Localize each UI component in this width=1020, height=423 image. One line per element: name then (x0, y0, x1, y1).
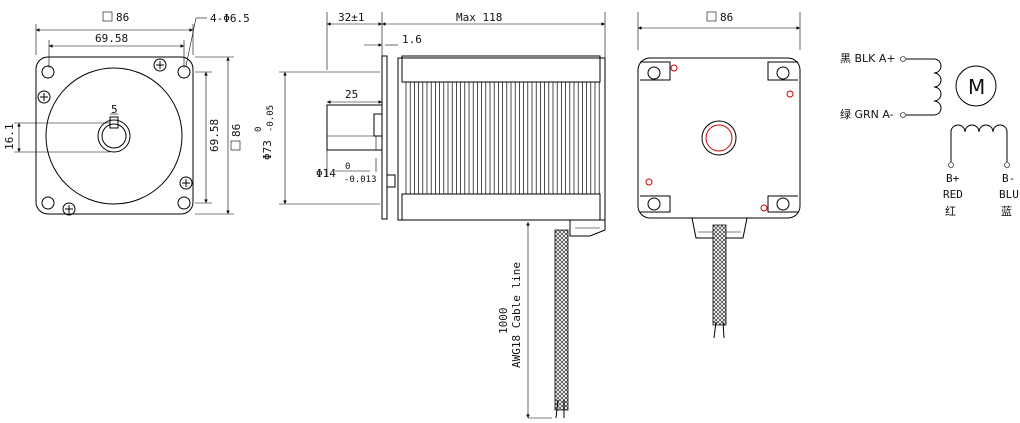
mount-hole-icon (177, 196, 191, 210)
key-width: 5 (111, 103, 118, 116)
rear-hole-icon (776, 66, 790, 80)
front-boss (45, 67, 183, 205)
shaft (101, 123, 127, 149)
side-flange (381, 55, 388, 220)
holes-label: 4-Φ6.5 (210, 12, 250, 25)
rear-hub (701, 120, 737, 156)
shaft-tol-lower: -0.013 (344, 175, 377, 185)
wiring-diagram: 黑 BLK A+ 绿 GRN A- M B+ RED 红 B- BLU 蓝 (840, 52, 1019, 218)
rear-cable (712, 224, 727, 326)
shaft-key (109, 116, 119, 129)
flange-label: 32±1 (338, 11, 365, 24)
flat-height: 16.1 (3, 124, 16, 151)
mount-hole-icon (41, 65, 55, 79)
side-cable (554, 229, 569, 411)
a-plus-label: 黑 BLK A+ (840, 52, 896, 65)
rear-hole-icon (647, 197, 661, 211)
front-square-label: 86 (116, 11, 129, 24)
front-flange (35, 56, 194, 215)
screw-icon (179, 176, 193, 190)
rear-body (637, 57, 801, 219)
b-plus-color: RED (943, 188, 963, 201)
thickness: 1.6 (402, 33, 422, 46)
cable-gland (569, 219, 606, 237)
front-height-label: 86 (230, 124, 243, 137)
red-screw-icon (645, 178, 653, 186)
a-minus-label: 绿 GRN A- (840, 107, 894, 121)
rear-view: 86 (637, 11, 801, 339)
screw-icon (37, 90, 51, 104)
pilot-tol-upper: 0 (254, 127, 264, 132)
b-plus-cn: 红 (945, 205, 956, 218)
rear-hub-inner (705, 124, 733, 152)
hole-spacing-h: 69.58 (95, 32, 128, 45)
red-screw-icon (760, 204, 768, 212)
rear-gland (691, 217, 748, 239)
mount-hole-icon (41, 196, 55, 210)
side-view: 32±1 Max 118 1.6 Φ73 0 -0.05 25 Φ14 0 -0… (254, 11, 606, 419)
motor-symbol: M (968, 75, 985, 99)
red-screw-icon (786, 90, 794, 98)
b-plus-label: B+ (946, 172, 960, 185)
screw-icon (62, 202, 76, 216)
rear-hole-icon (776, 197, 790, 211)
max-length: Max 118 (456, 11, 502, 24)
b-minus-label: B- (1002, 172, 1015, 185)
pilot-dia: Φ73 (261, 140, 274, 160)
cable-type: AWG18 Cable line (510, 262, 523, 368)
rear-hole-icon (647, 66, 661, 80)
screw-icon (153, 58, 167, 72)
cable-length: 1000 (497, 308, 510, 335)
front-view: 86 69.58 4-Φ6.5 (3, 11, 250, 216)
shaft-outer (97, 119, 131, 153)
coil-a-icon (928, 58, 942, 116)
shaft-length: 25 (345, 88, 358, 101)
b-minus-color: BLU (999, 188, 1019, 201)
b-minus-cn: 蓝 (1001, 205, 1012, 218)
motor-icon (955, 65, 997, 107)
cooling-fins (405, 82, 600, 194)
shaft-dia: Φ14 (316, 167, 336, 180)
rear-square-label: 86 (720, 11, 733, 24)
red-screw-icon (670, 64, 678, 72)
shaft-tol-upper: 0 (345, 162, 350, 172)
hole-spacing-v: 69.58 (208, 119, 221, 152)
coil-b-icon (950, 124, 1008, 138)
mount-hole-icon (177, 65, 191, 79)
pilot-tol-lower: -0.05 (266, 105, 276, 132)
